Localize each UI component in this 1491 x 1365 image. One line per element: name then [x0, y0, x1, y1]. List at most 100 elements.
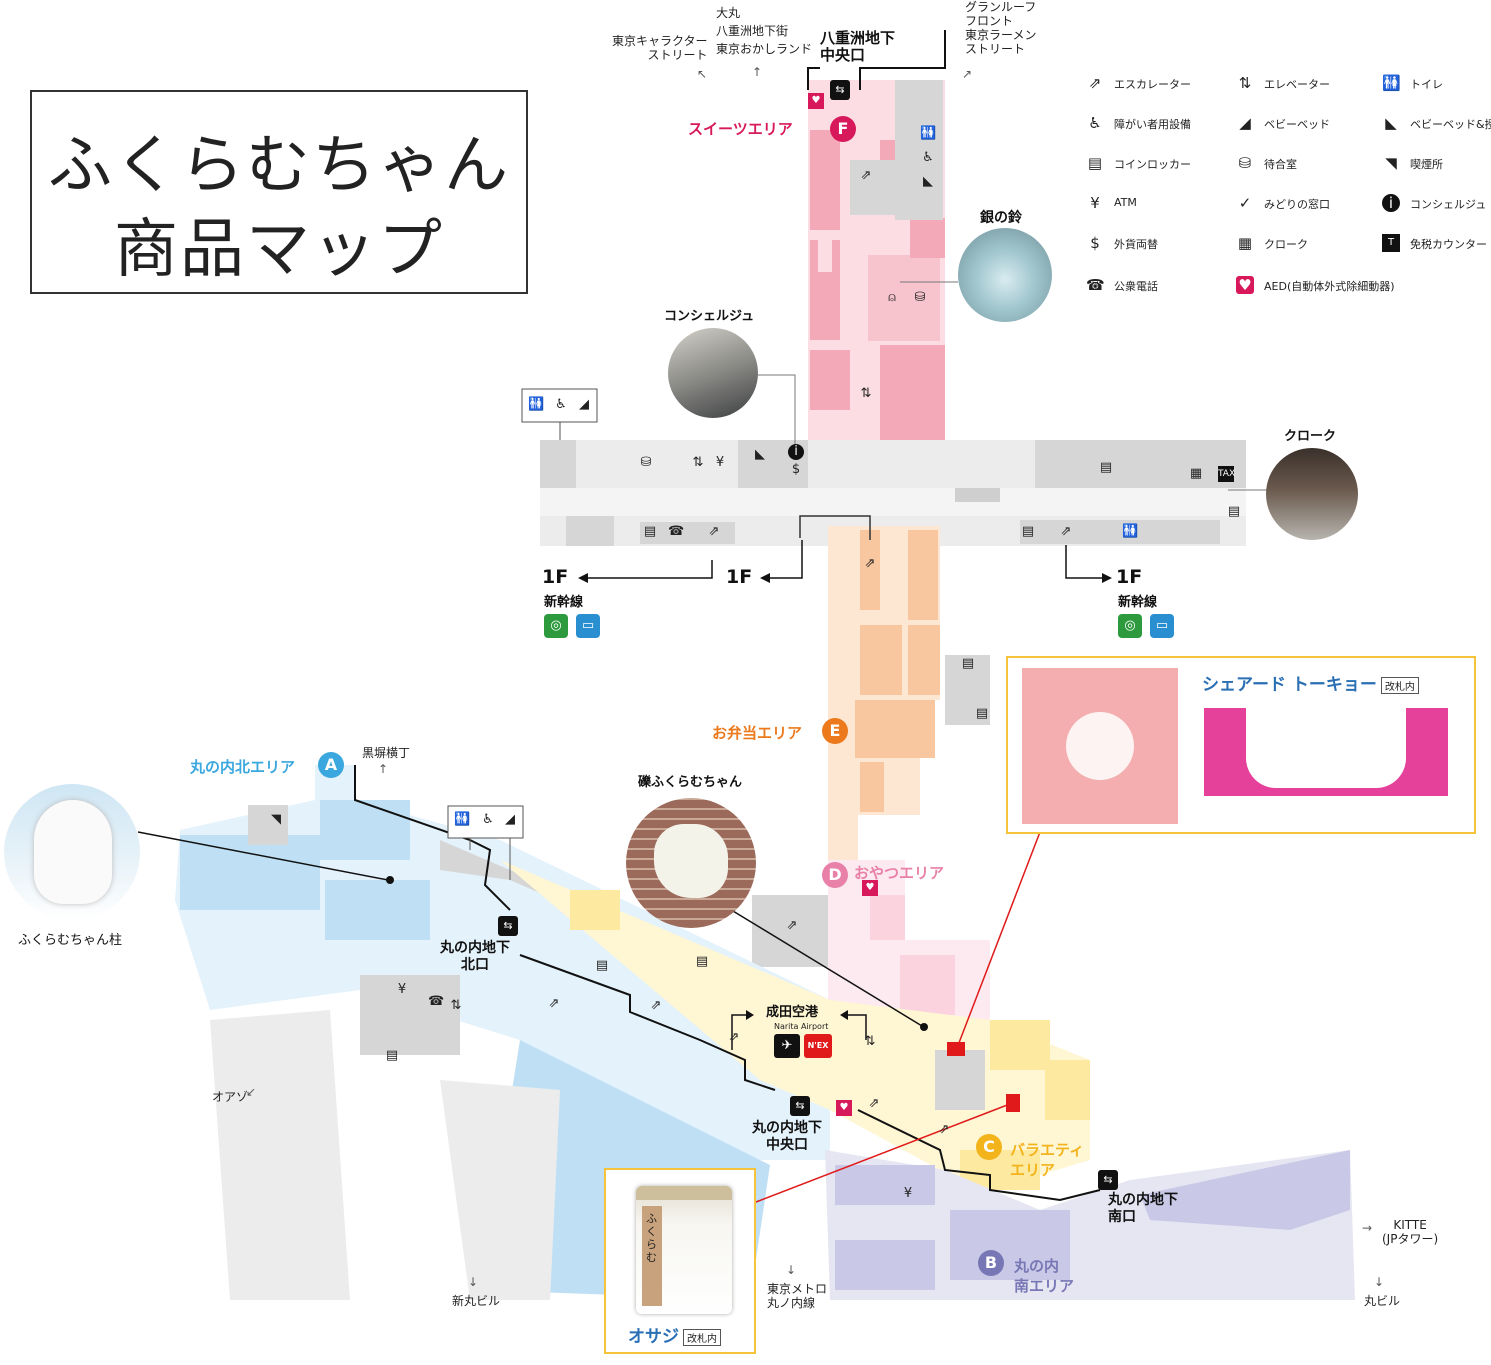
ticket-machine-icon: ▭ [576, 614, 600, 638]
legend-label: クローク [1264, 238, 1308, 251]
marunouchi-north-area-shape [175, 765, 830, 1160]
area-b-label: 丸の内 南エリア [1014, 1257, 1075, 1295]
legend-label: AED(自動体外式除細動器) [1264, 280, 1395, 293]
legend-label: ベビーベッド&授乳室 [1410, 118, 1491, 131]
area-f-badge: F [830, 116, 856, 142]
gate-icon: ⇆ [498, 916, 518, 936]
arrow-narita-right [842, 1014, 867, 1040]
legend-label: 喫煙所 [1410, 158, 1443, 171]
callout-gin-no-suzu-label: 銀の鈴 [980, 210, 1022, 226]
escalator-icon: ⇗ [728, 1030, 740, 1045]
shinkansen-left-label: 新幹線 [544, 595, 584, 610]
tax-free-icon: T [1382, 234, 1400, 252]
sweets-shop-block [810, 350, 850, 410]
variety-shop-block [990, 1020, 1050, 1070]
escalator-icon: ⇗ [860, 168, 872, 183]
gray-block [1035, 440, 1246, 488]
svg-text:↑: ↑ [378, 762, 388, 776]
bento-shop-block [860, 530, 880, 610]
gray-block [1020, 520, 1220, 544]
area-c-badge: C [976, 1134, 1002, 1160]
callout-pillar-label: ふくらむちゃん柱 [18, 933, 123, 948]
coin-locker-icon: ▤ [975, 706, 989, 721]
title-line-1: ふくらむちゃん [48, 129, 510, 203]
svg-text:↓: ↓ [1374, 1275, 1384, 1289]
accessible-icon: ♿ [555, 397, 567, 412]
airplane-icon: ✈ [774, 1034, 800, 1058]
narita-en-label: Narita Airport [774, 1022, 829, 1031]
narita-label: 成田空港 [766, 1005, 819, 1020]
concierge-icon: i [788, 444, 804, 460]
callout-concierge-label: コンシェルジュ [664, 309, 755, 324]
baby-bed-icon: ◢ [579, 397, 589, 412]
arrow-1f-right [1065, 545, 1110, 579]
yaesu-gate-wall [807, 67, 820, 90]
legend-label: 待合室 [1264, 158, 1297, 171]
toilet-icon: 🚻 [454, 812, 471, 827]
oazo-gray [210, 1010, 350, 1300]
gray-block [566, 516, 614, 546]
legend-label: ATM [1114, 196, 1137, 209]
south-shop-block [835, 1240, 935, 1290]
concierge-icon: i [1382, 194, 1400, 212]
bento-shop-block [908, 530, 938, 620]
aed-icon: ♥ [862, 880, 878, 896]
pillar-photo [4, 784, 140, 920]
accessible-icon: ♿ [1088, 114, 1102, 132]
jar-tag: ふくらむ [642, 1206, 662, 1306]
svg-text:↙: ↙ [246, 1085, 256, 1099]
gin-no-suzu-bell-icon: ⍝ [888, 290, 896, 305]
sweets-shop-block [818, 240, 832, 272]
shinmaru-gray [440, 1080, 560, 1300]
concierge-photo [668, 328, 758, 418]
south-wall [857, 1109, 1101, 1202]
legend-label: コインロッカー [1114, 158, 1191, 171]
legend-label: コンシェルジュ [1410, 198, 1487, 211]
north-shop-block [180, 835, 320, 910]
sweets-shop-block [868, 255, 940, 341]
waiting-room-icon: ⛁ [1238, 154, 1252, 172]
callout-cloak-label: クローク [1284, 429, 1337, 444]
escalator-icon: ⇗ [548, 996, 560, 1011]
gin-no-suzu-photo [958, 228, 1052, 322]
smoking-icon: ◥ [271, 812, 281, 827]
toilet-icon: 🚻 [1122, 524, 1139, 539]
variety-shop-block [570, 890, 620, 930]
elevator-icon: ⇅ [450, 998, 462, 1013]
aed-icon: ♥ [808, 93, 824, 109]
waiting-room-icon: ⛁ [914, 290, 926, 305]
gray-block [640, 522, 735, 544]
atm-icon: ¥ [1090, 194, 1100, 212]
arrow-narita-left [731, 1014, 752, 1050]
sweets-shop-block [810, 130, 840, 230]
public-phone-icon: ☎ [668, 524, 685, 539]
gate-icon: ⇆ [1098, 1170, 1118, 1190]
gray-block [955, 488, 1000, 502]
escalator-icon: ⇗ [708, 524, 720, 539]
ticket-machine-icon: ▭ [1150, 614, 1174, 638]
legend-label: トイレ [1410, 78, 1443, 91]
accessible-icon: ♿ [482, 812, 494, 827]
aed-icon: ♥ [836, 1100, 852, 1116]
green-window-icon: ✓ [1238, 194, 1252, 212]
area-d-badge: D [822, 862, 848, 888]
toilet-icon: 🚻 [1382, 74, 1401, 92]
tsubute-plush [654, 824, 728, 898]
legend-label: エレベーター [1264, 78, 1330, 91]
nex-logo: N'EX [804, 1034, 832, 1058]
title-box: ふくらむちゃん 商品マップ [30, 90, 528, 294]
gray-block [850, 160, 895, 215]
arrow-1f-left [580, 560, 713, 579]
bento-shop-block [855, 700, 935, 758]
legend-label: みどりの窓口 [1264, 198, 1330, 211]
exit-marunouchi-central: 丸の内地下 中央口 [752, 1120, 822, 1153]
north-wall [354, 765, 511, 911]
floor-1f-right: 1F [1116, 566, 1143, 588]
sweets-shop-block [910, 218, 945, 258]
smoking-icon: ◥ [1385, 154, 1397, 172]
escalator-icon: ⇗ [938, 1122, 950, 1137]
title-line-2: 商品マップ [114, 213, 444, 287]
direction-granroof: グランルーフ フロント 東京ラーメン ストリート [965, 0, 1037, 56]
direction-shinmaru: 新丸ビル [452, 1294, 501, 1308]
direction-tokyo-character-street: 東京キャラクター ストリート [612, 34, 708, 62]
